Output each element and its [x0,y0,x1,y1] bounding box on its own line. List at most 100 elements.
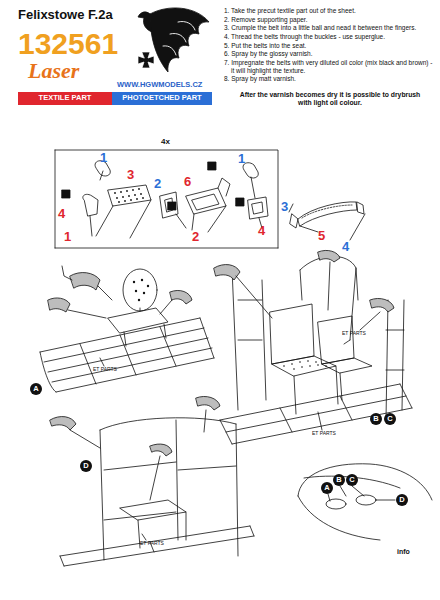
instruction-step: 7. Impregnate the belts with very dilute… [224,59,436,74]
figure-letter-circle: A [321,482,333,494]
instruction-step: 8. Spray by matt varnish. [224,75,436,83]
left-parts-line [108,185,151,206]
brand-logo-text: Laser [28,59,79,83]
cockpit-figure-bc-line-line [283,365,285,367]
callout-number: 4 [342,240,349,254]
cockpit-figure-bc-line-line [309,365,311,367]
left-parts-line-line [116,197,118,199]
eagle-logo-line [150,8,209,72]
cockpit-figure-bc-line [220,384,412,444]
figure-letter-circle: D [396,494,408,506]
figure-letter: D [83,462,88,470]
left-parts-line [96,200,151,238]
seat-figure-a-line-line [143,292,145,294]
left-parts [62,161,151,238]
seat-figure-a-line [124,308,166,346]
figure-letter: A [33,385,38,393]
left-parts-line-line [124,200,126,202]
middle-parts-line [186,188,226,214]
cockpit-figure-d-line [50,417,76,430]
seat-figure-a [40,266,214,392]
callout-number: 1 [64,230,71,244]
middle-parts [160,162,230,232]
seat-figure-a-line [100,358,104,366]
belt-strap [289,202,365,240]
cockpit-figure-d-line [150,444,172,456]
cockpit-figure-d-line [60,526,254,566]
hull-info-line [356,495,376,505]
figure-letter-circle: A [30,383,42,395]
right-parts [236,163,268,228]
seat-figure-a-line [108,308,168,333]
cockpit-figure-bc-line-line [317,364,319,366]
left-parts-line-line [114,192,116,194]
sheet-title: Felixstowe F.2a [18,8,113,22]
callout-number: 1 [238,152,245,166]
left-parts-line-line [128,195,130,197]
right-parts-line [248,197,268,219]
left-parts-line-line [126,190,128,192]
seat-figure-a-line-line [133,281,135,283]
cockpit-figure-bc-line [294,366,342,414]
cockpit-figure-d-line [142,534,146,540]
seat-figure-a-line [40,318,214,392]
cockpit-figure-bc [214,250,412,444]
belt-strap-line [298,202,357,226]
figure-letter-circle: C [384,413,396,425]
part-note: ET PARTS [93,367,117,373]
cockpit-figure-d-line [138,512,186,548]
quantity: 4x [161,138,170,147]
seat-figure-a-line [48,298,70,312]
seat-figure-a-line-line [135,290,137,292]
cockpit-figure-d [50,396,254,566]
hull-info-line [328,486,395,501]
belt-strap-line [302,205,352,218]
figure-letter-circle: C [346,474,358,486]
callout-number: 3 [281,200,288,214]
eagle-logo [138,8,209,72]
figure-letter: D [399,496,404,504]
kit-number: 132561 [18,27,118,60]
textile-band: TEXTILE PART [18,92,112,105]
middle-parts-line [208,162,216,170]
callout-number: 2 [192,230,199,244]
left-parts-line-line [140,193,142,195]
figure-letter-circle: B [370,413,382,425]
hull-info-line [298,496,380,540]
instruction-step: 3. Crumple the belt into a little ball a… [224,24,436,32]
seat-figure-a-line [170,290,192,304]
left-parts-line-line [130,199,132,201]
figure-letter-circle: B [333,474,345,486]
cockpit-figure-bc-line [370,298,394,312]
instruction-step: 1. Take the precut textile part out of t… [224,7,436,15]
callout-number: 5 [318,229,325,243]
figure-letter: B [336,476,341,484]
band-text: TEXTILE PART [39,93,92,102]
cockpit-figure-bc-line-line [307,360,309,362]
cockpit-figure-d-line [120,500,186,520]
belt-strap-line [290,214,298,228]
figure-letter: A [324,484,329,492]
seat-figure-a-line [62,266,112,300]
right-parts-line [251,177,262,228]
figure-letter: C [349,476,354,484]
cockpit-figure-bc-line-line [315,361,317,363]
part-note: ET PARTS [140,541,164,547]
callout-number: 3 [127,168,134,182]
left-parts-line-line [120,191,122,193]
figure-letter: C [387,415,392,423]
cockpit-figure-bc-line [232,268,404,420]
callout-number: 6 [184,175,191,189]
cockpit-figure-bc-line [360,312,380,330]
instruction-step: 4. Thread the belts through the buckles … [224,33,436,41]
middle-parts-line [218,178,230,196]
seat-figure-a-line [160,300,172,314]
figure-letter-circle: D [80,460,92,472]
instruction-step: 5. Put the belts into the seat. [224,42,436,50]
belt-strap-line [289,204,365,240]
left-parts-line [83,194,98,216]
left-parts-line-line [134,194,136,196]
cockpit-figure-bc-line [318,250,340,262]
band-text: PHOTOETCHED PART [122,93,201,102]
